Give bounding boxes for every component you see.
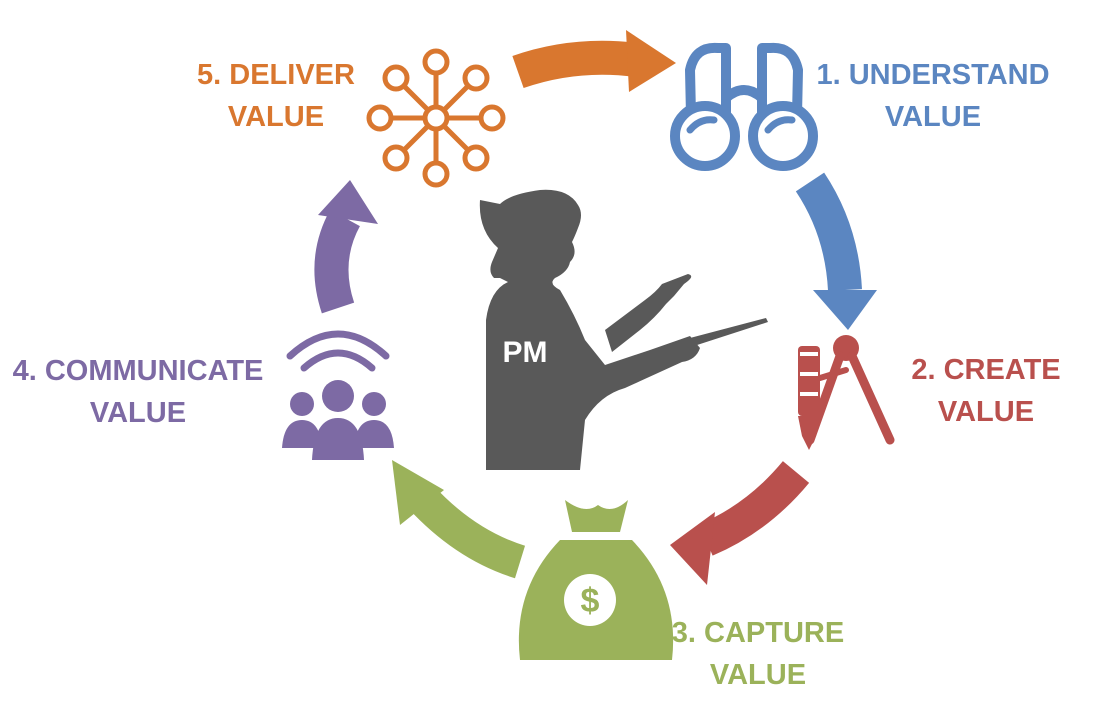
stage-label-create: 2. CREATE VALUE: [896, 349, 1076, 433]
stage-title: 4. COMMUNICATE: [12, 355, 264, 387]
binoculars-icon: [670, 42, 818, 171]
dollar-sign-icon: $: [581, 582, 600, 620]
stage-label-understand: 1. UNDERSTAND VALUE: [808, 54, 1058, 138]
stage-label-communicate: 4. COMMUNICATE VALUE: [4, 350, 272, 434]
stage-label-capture: 3. CAPTURE VALUE: [668, 612, 848, 696]
stage-subtitle: VALUE: [89, 397, 187, 429]
stage-label-deliver: 5. DELIVER VALUE: [186, 54, 366, 138]
arrow-create-to-capture: [670, 461, 810, 585]
stage-title: 2. CREATE: [911, 354, 1061, 386]
network-hub-icon: [366, 48, 506, 188]
stage-title: 1. UNDERSTAND: [816, 59, 1050, 91]
stage-title: 5. DELIVER: [197, 59, 355, 91]
audience-broadcast-icon: [282, 330, 394, 460]
pm-label: PM: [502, 336, 548, 369]
arrow-understand-to-create: [795, 172, 877, 330]
stage-title: 3. CAPTURE: [671, 617, 845, 649]
conductor-silhouette: [479, 189, 768, 470]
stage-subtitle: VALUE: [227, 101, 325, 133]
stage-subtitle: VALUE: [937, 396, 1035, 428]
stage-subtitle: VALUE: [709, 659, 807, 691]
arrow-communicate-to-deliver: [314, 180, 378, 314]
money-bag-icon: [518, 500, 674, 660]
arrow-deliver-to-understand: [512, 30, 676, 92]
stage-subtitle: VALUE: [884, 101, 982, 133]
arrow-capture-to-communicate: [392, 460, 526, 579]
design-tools-icon: [798, 335, 895, 450]
